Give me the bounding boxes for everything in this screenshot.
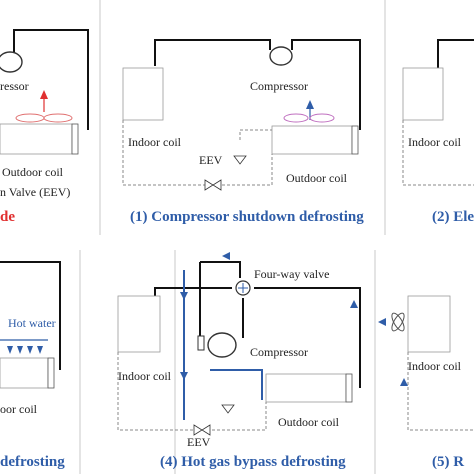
panel-top-left: ressor Outdoor coil n Valve (EEV) de bbox=[0, 29, 89, 225]
indoor-coil-icon bbox=[407, 295, 451, 353]
compressor-label: Compressor bbox=[250, 345, 308, 359]
liquid-line bbox=[117, 352, 267, 431]
refrigerant-pipe bbox=[13, 29, 89, 130]
fan-icon bbox=[283, 113, 335, 123]
airflow-arrow-icon bbox=[378, 318, 386, 326]
outdoor-coil-label: Outdoor coil bbox=[286, 171, 348, 185]
caption-electric-heating: (2) Ele bbox=[432, 209, 474, 225]
caption-reverse-cycle: (5) R bbox=[432, 454, 464, 470]
outdoor-coil-icon bbox=[0, 357, 49, 389]
eev-label: n Valve (EEV) bbox=[0, 185, 70, 199]
indoor-coil-icon bbox=[402, 67, 444, 121]
liquid-line bbox=[407, 352, 474, 431]
refrigerant-pipe bbox=[154, 39, 361, 130]
hot-water-label: Hot water bbox=[8, 316, 56, 330]
indoor-coil-icon bbox=[122, 67, 164, 121]
airflow-arrow-icon bbox=[306, 100, 314, 109]
compressor-label: Compressor bbox=[250, 79, 308, 93]
compressor-icon bbox=[269, 46, 293, 66]
indoor-coil-label: Indoor coil bbox=[408, 135, 462, 149]
indoor-coil-label: Indoor coil bbox=[408, 359, 462, 373]
eev-valve-icon bbox=[193, 424, 211, 436]
refrigerant-pipe bbox=[154, 261, 361, 388]
indoor-coil-label: Indoor coil bbox=[118, 369, 172, 383]
panel-bottom-left: Hot water oor coil defrosting bbox=[0, 261, 65, 470]
water-spray-icon bbox=[7, 346, 43, 354]
refrigerant-pipe bbox=[437, 39, 474, 68]
indoor-coil-label: Indoor coil bbox=[128, 135, 182, 149]
flow-arrow-icon bbox=[222, 252, 230, 260]
panel-top-right: Indoor coil (2) Ele bbox=[402, 39, 474, 225]
outdoor-coil-icon bbox=[265, 373, 347, 403]
flow-arrow-icon bbox=[400, 378, 408, 386]
four-way-valve-label: Four-way valve bbox=[254, 267, 329, 281]
flow-arrow-icon bbox=[180, 292, 188, 300]
panel-bottom-middle: Indoor coil Four-way valve Compressor Ou… bbox=[117, 252, 361, 470]
caption-heating-mode: de bbox=[0, 209, 15, 225]
eev-label: EEV bbox=[199, 153, 223, 167]
airflow-arrow-icon bbox=[40, 90, 48, 99]
fan-icon bbox=[391, 312, 405, 332]
liquid-line bbox=[402, 120, 474, 186]
indoor-coil-icon bbox=[117, 295, 161, 353]
check-valve-icon bbox=[233, 155, 247, 165]
liquid-line bbox=[122, 120, 273, 186]
panel-top-middle: Indoor coil Compressor EEV Outdoor coil … bbox=[122, 39, 364, 225]
fan-icon bbox=[15, 113, 73, 123]
refrigerant-pipe bbox=[0, 261, 61, 370]
flow-arrow-icon bbox=[350, 300, 358, 308]
caption-hot-gas-bypass: (4) Hot gas bypass defrosting bbox=[160, 454, 346, 470]
outdoor-coil-label: Outdoor coil bbox=[2, 165, 64, 179]
eev-valve-icon bbox=[204, 179, 222, 191]
four-way-valve-icon bbox=[235, 280, 251, 296]
compressor-icon bbox=[0, 51, 23, 73]
outdoor-coil-label: oor coil bbox=[0, 402, 38, 416]
panel-bottom-right: Indoor coil (5) R bbox=[378, 295, 474, 470]
check-valve-icon bbox=[221, 404, 235, 414]
compressor-label: ressor bbox=[0, 79, 29, 93]
caption-compressor-shutdown: (1) Compressor shutdown defrosting bbox=[130, 209, 364, 225]
compressor-icon bbox=[207, 332, 237, 358]
outdoor-coil-label: Outdoor coil bbox=[278, 415, 340, 429]
outdoor-coil-icon bbox=[271, 125, 353, 155]
outdoor-coil-icon bbox=[0, 123, 73, 155]
caption-hot-water-defrosting: defrosting bbox=[0, 454, 65, 470]
eev-label: EEV bbox=[187, 435, 211, 449]
flow-arrow-icon bbox=[180, 372, 188, 380]
